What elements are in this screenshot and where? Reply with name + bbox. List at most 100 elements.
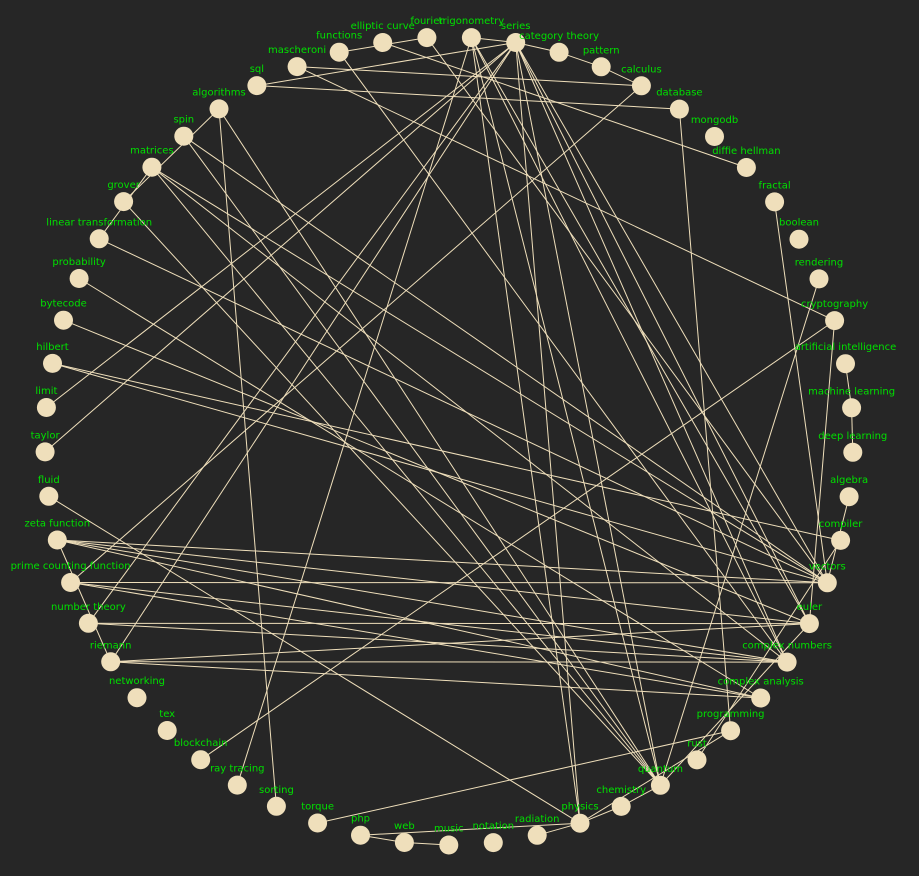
node-functions[interactable]: functions [316, 31, 362, 62]
node-circle[interactable] [831, 530, 851, 550]
node-boolean[interactable]: boolean [779, 218, 819, 249]
node-circle[interactable] [506, 33, 526, 52]
node-circle[interactable] [114, 192, 134, 212]
node-circle[interactable] [329, 42, 349, 62]
node-circle[interactable] [799, 614, 819, 634]
node-circle[interactable] [69, 269, 89, 288]
node-circle[interactable] [789, 229, 809, 249]
node-zeta-function[interactable]: zeta function [25, 519, 90, 550]
node-circle[interactable] [817, 573, 837, 593]
node-deep-learning[interactable]: deep learning [818, 431, 887, 462]
node-circle[interactable] [843, 442, 863, 462]
node-probability[interactable]: probability [52, 257, 106, 288]
node-circle[interactable] [78, 613, 98, 633]
node-circle[interactable] [777, 652, 797, 672]
node-circle[interactable] [54, 310, 73, 330]
node-circle[interactable] [89, 229, 109, 249]
node-circle[interactable] [47, 530, 67, 550]
node-circle[interactable] [35, 442, 55, 462]
node-networking[interactable]: networking [109, 676, 165, 708]
node-circle[interactable] [373, 33, 393, 52]
node-radiation[interactable]: radiation [515, 814, 560, 845]
node-complex-analysis[interactable]: complex analysis [718, 677, 804, 708]
node-circle[interactable] [687, 750, 707, 770]
node-ray-tracing[interactable]: ray tracing [210, 764, 265, 795]
node-grover[interactable]: grover [107, 180, 141, 212]
node-diffie-hellman[interactable]: diffie hellman [712, 146, 781, 177]
node-trigonometry[interactable]: trigonometry [439, 16, 505, 48]
node-sorting[interactable]: sorting [259, 785, 294, 816]
node-circle[interactable] [142, 157, 162, 177]
node-sql[interactable]: sql [247, 64, 267, 96]
node-circle[interactable] [36, 398, 56, 417]
node-circle[interactable] [736, 158, 756, 177]
node-circle[interactable] [157, 721, 177, 740]
node-circle[interactable] [669, 99, 689, 119]
node-circle[interactable] [209, 99, 229, 119]
node-spin[interactable]: spin [173, 115, 194, 146]
node-circle[interactable] [631, 76, 651, 96]
node-circle[interactable] [287, 57, 307, 77]
node-circle[interactable] [101, 652, 121, 672]
node-database[interactable]: database [656, 88, 703, 119]
node-circle[interactable] [842, 398, 862, 418]
node-circle[interactable] [549, 42, 569, 62]
node-circle[interactable] [570, 813, 590, 833]
node-algorithms[interactable]: algorithms [192, 87, 246, 119]
node-circle[interactable] [227, 775, 247, 795]
node-calculus[interactable]: calculus [621, 64, 662, 96]
node-circle[interactable] [611, 796, 631, 816]
node-number-theory[interactable]: number theory [51, 602, 126, 633]
node-riemann[interactable]: riemann [90, 640, 132, 672]
node-circle[interactable] [439, 835, 459, 855]
node-circle[interactable] [127, 688, 147, 708]
node-limit[interactable]: limit [35, 386, 57, 417]
node-programming[interactable]: programming [697, 709, 765, 741]
node-linear-transformation[interactable]: linear transformation [46, 217, 152, 249]
node-circle[interactable] [650, 775, 670, 795]
node-pattern[interactable]: pattern [583, 45, 620, 77]
node-bytecode[interactable]: bytecode [40, 299, 87, 330]
node-euler[interactable]: euler [797, 602, 823, 634]
node-prime-counting-function[interactable]: prime counting function [11, 561, 131, 592]
node-category-theory[interactable]: category theory [519, 31, 599, 62]
node-rust[interactable]: rust [687, 738, 707, 770]
node-php[interactable]: php [351, 814, 370, 845]
node-elliptic-curve[interactable]: elliptic curve [351, 21, 415, 52]
node-cryptography[interactable]: cryptography [801, 299, 868, 331]
node-series[interactable]: series [501, 21, 531, 52]
node-fractal[interactable]: fractal [759, 180, 791, 212]
node-circle[interactable] [527, 825, 547, 845]
node-blockchain[interactable]: blockchain [174, 738, 228, 770]
node-music[interactable]: music [434, 824, 464, 855]
node-physics[interactable]: physics [561, 802, 599, 833]
node-circle[interactable] [247, 76, 267, 96]
node-circle[interactable] [417, 28, 437, 48]
node-circle[interactable] [43, 353, 62, 373]
node-circle[interactable] [191, 750, 211, 770]
node-hilbert[interactable]: hilbert [36, 342, 69, 373]
node-circle[interactable] [809, 269, 829, 289]
node-chemistry[interactable]: chemistry [596, 785, 646, 816]
node-circle[interactable] [461, 28, 481, 48]
node-fluid[interactable]: fluid [38, 475, 60, 506]
node-circle[interactable] [308, 813, 328, 833]
node-circle[interactable] [751, 688, 771, 708]
node-circle[interactable] [174, 126, 194, 146]
node-algebra[interactable]: algebra [830, 475, 868, 507]
node-circle[interactable] [721, 721, 741, 741]
node-vectors[interactable]: vectors [809, 561, 846, 593]
node-fourier[interactable]: fourier [410, 16, 444, 48]
node-circle[interactable] [591, 57, 611, 77]
node-circle[interactable] [394, 833, 414, 852]
node-taylor[interactable]: taylor [31, 430, 61, 462]
node-artificial-intelligence[interactable]: artificial intelligence [795, 342, 897, 374]
node-complex-numbers[interactable]: complex numbers [742, 641, 832, 672]
node-quantum[interactable]: quantum [638, 764, 683, 795]
node-rendering[interactable]: rendering [795, 257, 843, 289]
node-machine-learning[interactable]: machine learning [808, 386, 895, 418]
node-circle[interactable] [825, 311, 845, 331]
node-circle[interactable] [705, 127, 724, 146]
node-circle[interactable] [61, 573, 81, 592]
node-circle[interactable] [39, 486, 59, 506]
